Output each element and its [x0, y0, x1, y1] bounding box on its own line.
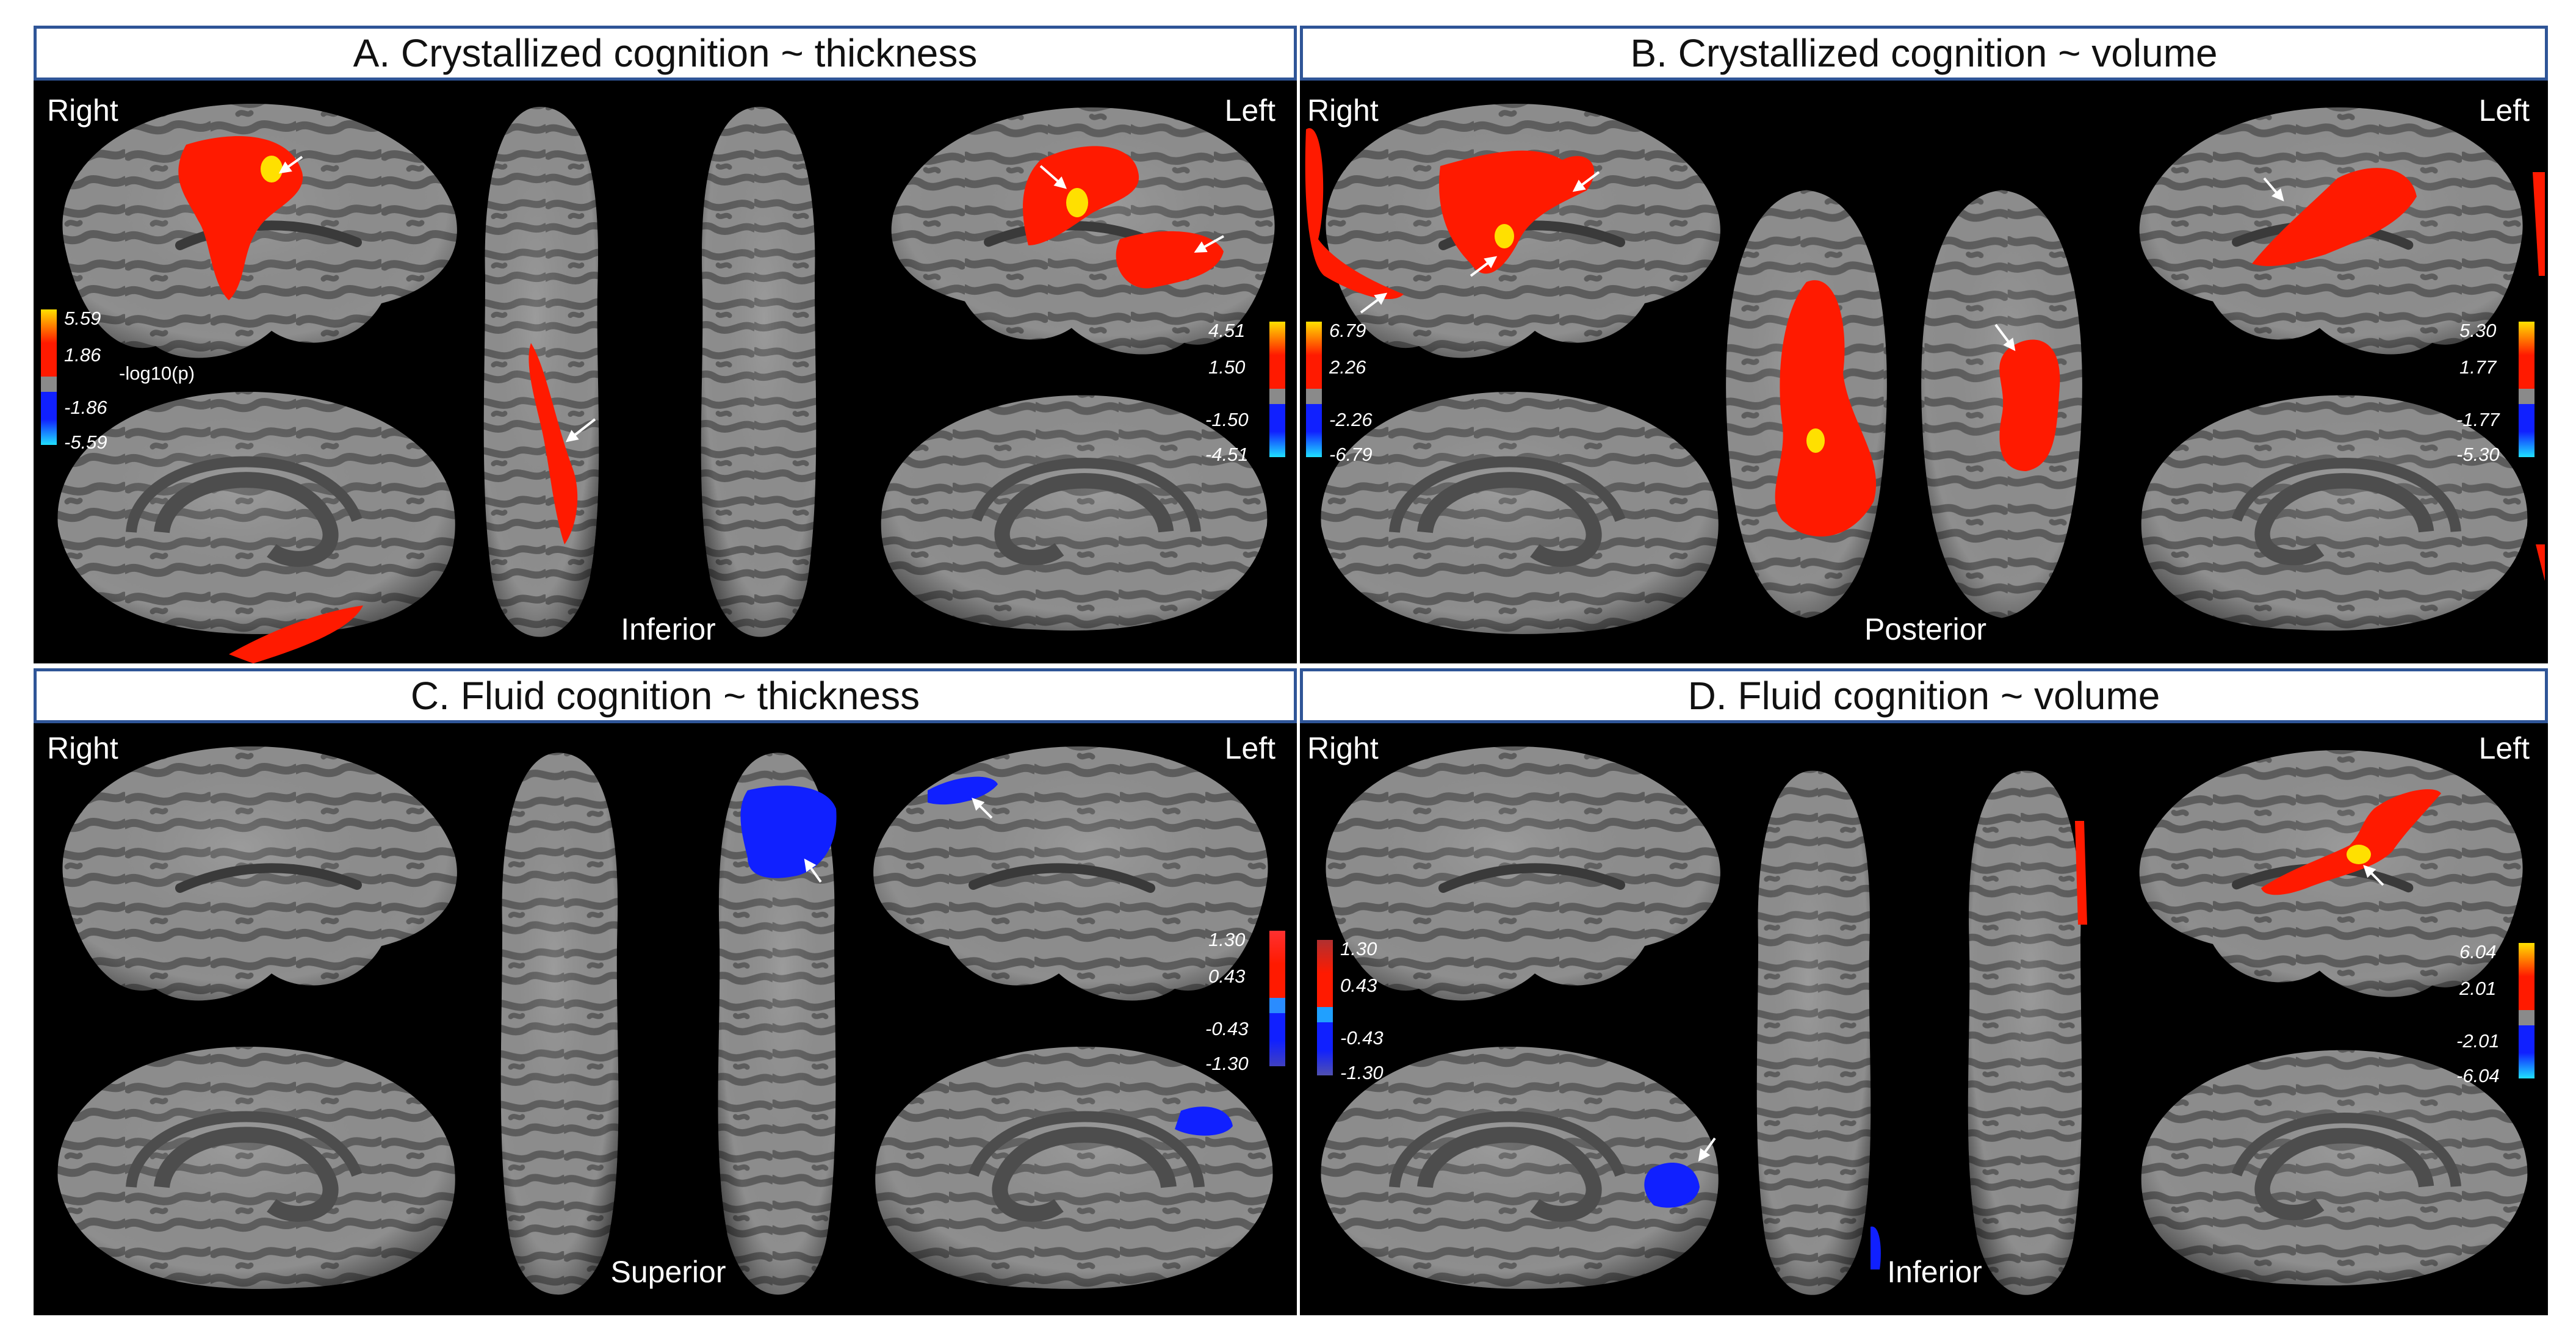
panel-c-image: Right Left Superior 1.30 0.43 -0.43 -1.3… — [34, 723, 1297, 1315]
activation-b-right-occipital — [1305, 128, 1404, 300]
panel-c-title: C. Fluid cognition ~ thickness — [34, 668, 1297, 723]
panel-a-cbar-left-tick-1: 5.59 — [64, 308, 101, 329]
panel-a-right-label: Right — [47, 93, 118, 128]
panel-b-cbar-right-tick-3: -1.77 — [2456, 409, 2500, 430]
panel-a-cbar-left-tick-3: -1.86 — [64, 397, 107, 418]
panel-d-cbar-left-tick-2: 0.43 — [1340, 975, 1377, 996]
panel-b-left-label: Left — [2478, 93, 2530, 128]
panel-d-image: Right Left Inferior 1.30 0.43 -0.43 -1.3… — [1300, 723, 2548, 1315]
panel-c-cbar-right-tick-3: -0.43 — [1205, 1018, 1249, 1039]
panel-a-cbar-right-tick-3: -1.50 — [1205, 409, 1249, 430]
panel-d-cbar-right-tick-1: 6.04 — [2459, 941, 2497, 962]
panel-d-title: D. Fluid cognition ~ volume — [1300, 668, 2548, 723]
panel-b-image: Right Left Posterior 6.79 2.26 -2.26 -6.… — [1300, 81, 2548, 663]
activation-a-right-medial — [229, 605, 363, 663]
panel-c-cbar-right-tick-4: -1.30 — [1205, 1053, 1249, 1074]
panel-b-cbar-right-tick-2: 1.77 — [2459, 356, 2497, 378]
activation-b-right-lateral — [1439, 150, 1595, 274]
panel-a-title: A. Crystallized cognition ~ thickness — [34, 26, 1297, 81]
activation-d-right-medial — [1644, 1163, 1700, 1208]
panel-a-cbar-right-tick-1: 4.51 — [1208, 320, 1246, 341]
panel-b-cbar-left-tick-2: 2.26 — [1329, 356, 1366, 378]
activation-d-inferior — [1871, 1226, 1881, 1269]
panel-b-title: B. Crystallized cognition ~ volume — [1300, 26, 2548, 81]
panel-a-left-label: Left — [1224, 93, 1275, 128]
panel-d-right-label: Right — [1307, 731, 1379, 765]
panel-b-colorbar-right — [2519, 322, 2535, 457]
panel-b-right-label: Right — [1307, 93, 1379, 128]
panel-a-colorbar-left — [41, 309, 57, 445]
panel-b-cbar-right-tick-1: 5.30 — [2459, 320, 2497, 341]
panel-d-cbar-left-tick-1: 1.30 — [1340, 938, 1377, 959]
panel-a-cbar-left-tick-4: -5.59 — [64, 431, 107, 453]
activation-d-left-lateral — [2261, 789, 2441, 895]
activation-a-inferior — [529, 343, 578, 544]
panel-b: B. Crystallized cognition ~ volume — [1300, 26, 2548, 663]
panel-c: C. Fluid cognition ~ thickness Right Lef… — [34, 668, 1297, 1315]
panel-a-cbar-unit: -log10(p) — [119, 363, 195, 384]
panel-d-cbar-right-tick-3: -2.01 — [2456, 1030, 2500, 1052]
activation-b-posterior-right — [1775, 280, 1877, 537]
panel-b-cbar-left-tick-1: 6.79 — [1329, 320, 1366, 341]
panel-a-cbar-right-tick-2: 1.50 — [1208, 356, 1246, 378]
panel-b-cbar-right-tick-4: -5.30 — [2456, 444, 2500, 465]
panel-b-view-label: Posterior — [1864, 612, 1987, 646]
panel-d-brains — [1300, 723, 2548, 1315]
panel-d-cbar-left-tick-3: -0.43 — [1340, 1027, 1384, 1049]
activation-c-superior — [740, 785, 837, 878]
panel-d-colorbar-left — [1317, 940, 1333, 1075]
activation-b-posterior-left — [1999, 339, 2060, 471]
panel-d-left-label: Left — [2478, 731, 2530, 765]
panel-a-view-label: Inferior — [621, 612, 716, 646]
panel-c-cbar-right-tick-2: 0.43 — [1208, 966, 1246, 987]
panel-d-cbar-right-tick-4: -6.04 — [2456, 1065, 2500, 1086]
panel-a: A. Crystallized cognition ~ thickness Ri… — [34, 26, 1297, 663]
panel-a-brains — [34, 81, 1297, 663]
panel-b-cbar-left-tick-3: -2.26 — [1329, 409, 1373, 430]
activation-c-left-medial — [1175, 1107, 1233, 1136]
panel-c-right-label: Right — [47, 731, 118, 765]
panel-c-colorbar-right — [1269, 931, 1285, 1066]
activation-c-left-lateral — [928, 776, 998, 805]
panel-a-cbar-left-tick-2: 1.86 — [64, 344, 101, 366]
activation-b-left-lateral — [2252, 168, 2417, 267]
panel-c-brains — [34, 723, 1297, 1315]
panel-a-cbar-right-tick-4: -4.51 — [1205, 444, 1249, 465]
panel-a-image: Right Left Inferior 5.59 1.86 -1.86 -5.5… — [34, 81, 1297, 663]
panel-b-brains — [1305, 81, 2545, 663]
panel-d-cbar-right-tick-2: 2.01 — [2459, 978, 2497, 999]
panel-b-colorbar-left — [1306, 322, 1322, 457]
panel-d-cbar-left-tick-4: -1.30 — [1340, 1062, 1384, 1083]
panel-d-view-label: Inferior — [1887, 1255, 1982, 1289]
panel-c-view-label: Superior — [610, 1255, 726, 1289]
panel-b-cbar-left-tick-4: -6.79 — [1329, 444, 1373, 465]
panel-c-cbar-right-tick-1: 1.30 — [1208, 929, 1246, 950]
panel-a-colorbar-right — [1269, 322, 1285, 457]
panel-c-left-label: Left — [1224, 731, 1275, 765]
panel-d-colorbar-right — [2519, 943, 2535, 1078]
panel-d: D. Fluid cognition ~ volume Right Left I… — [1300, 668, 2548, 1315]
